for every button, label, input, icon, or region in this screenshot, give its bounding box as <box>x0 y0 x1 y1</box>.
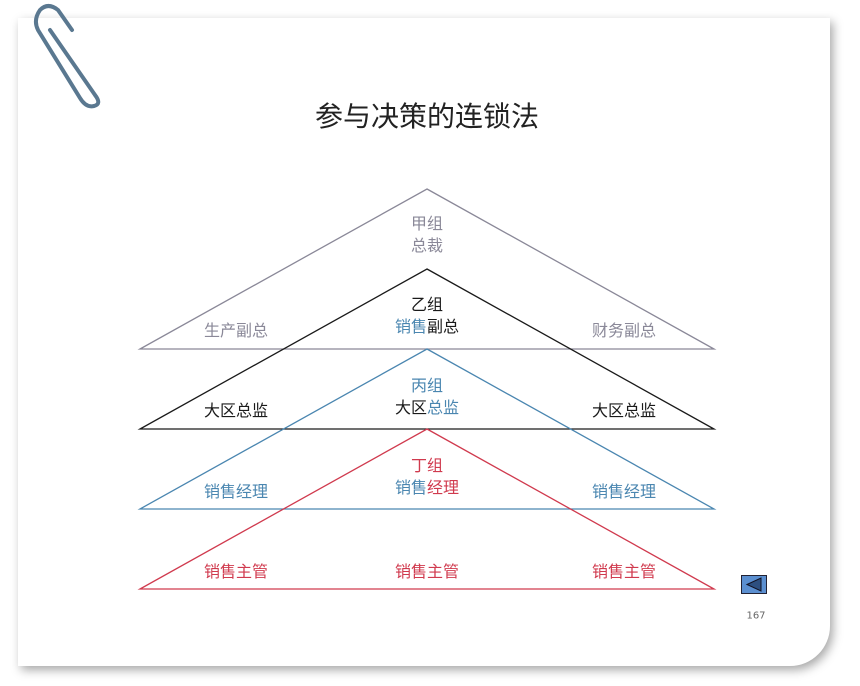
group-ding-right: 销售主管 <box>591 562 657 581</box>
group-bing-right: 销售经理 <box>591 482 657 501</box>
yi-center-a: 销售 <box>394 317 427 336</box>
group-jia-label: 甲组 <box>410 214 444 233</box>
page-title: 参与决策的连锁法 <box>314 100 540 133</box>
bing-center-a: 大区 <box>394 398 427 417</box>
bing-center-b: 总监 <box>427 398 460 417</box>
triangle-left-icon <box>745 577 762 592</box>
group-ding-left: 销售主管 <box>203 562 269 581</box>
yi-center-b: 副总 <box>427 317 460 336</box>
paperclip-icon <box>33 4 101 109</box>
group-yi-right: 大区总监 <box>591 401 657 420</box>
group-jia-center: 总裁 <box>410 236 444 255</box>
page-number: 167 <box>746 610 766 622</box>
group-bing-label: 丙组 <box>410 376 444 395</box>
ding-center-b: 经理 <box>427 478 460 497</box>
group-ding-middle: 销售主管 <box>394 562 460 581</box>
back-button[interactable] <box>741 575 767 594</box>
group-bing-center: 大区总监 <box>395 394 459 418</box>
group-ding-center: 销售经理 <box>395 474 459 498</box>
group-bing-left: 销售经理 <box>203 482 269 501</box>
ding-center-a: 销售 <box>394 478 427 497</box>
group-jia-right: 财务副总 <box>591 321 657 340</box>
triangle-bing <box>137 348 717 510</box>
group-yi-label: 乙组 <box>410 295 444 314</box>
group-ding-label: 丁组 <box>410 456 444 475</box>
triangle-ding <box>137 428 717 590</box>
group-yi-left: 大区总监 <box>203 401 269 420</box>
group-jia-left: 生产副总 <box>203 321 269 340</box>
group-yi-center: 销售副总 <box>395 313 459 337</box>
